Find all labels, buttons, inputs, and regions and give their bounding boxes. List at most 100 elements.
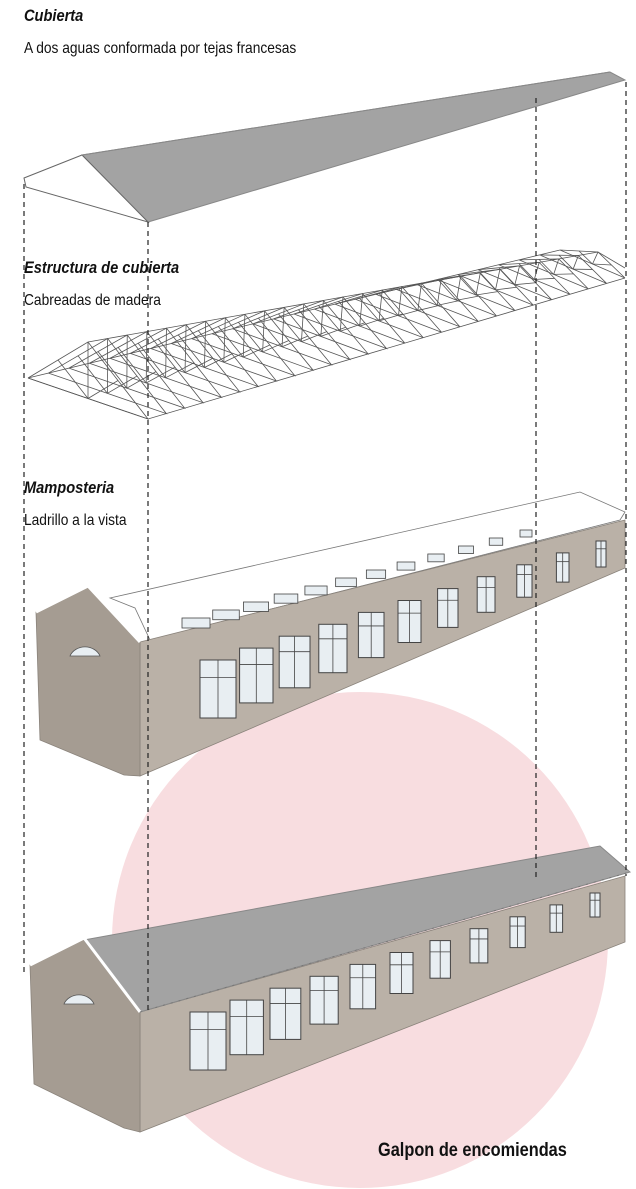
truss-diagonal bbox=[107, 375, 138, 394]
truss-diagonal bbox=[518, 263, 535, 280]
truss-diagonal bbox=[338, 301, 360, 327]
truss-diagonal bbox=[437, 300, 460, 306]
truss-diagonal bbox=[165, 362, 195, 379]
truss-diagonal bbox=[514, 282, 536, 286]
masonry-windows bbox=[199, 540, 607, 719]
clerestory-window bbox=[212, 609, 240, 621]
truss-diagonal bbox=[592, 263, 612, 266]
roof-plane bbox=[80, 71, 627, 223]
truss-diagonal bbox=[358, 296, 380, 322]
truss-diagonal bbox=[498, 267, 516, 285]
truss-diagonal bbox=[476, 291, 498, 296]
truss-diagonal bbox=[126, 371, 157, 389]
truss-diagonal bbox=[278, 313, 302, 342]
truss-diagonal bbox=[223, 349, 252, 363]
truss-diagonal bbox=[238, 322, 263, 353]
truss-layer bbox=[27, 249, 626, 420]
alignment-guides bbox=[23, 82, 627, 1010]
truss-diagonal bbox=[262, 340, 289, 353]
building-gable-edge bbox=[29, 936, 142, 1013]
truss-diagonal bbox=[258, 317, 283, 348]
truss-diagonal bbox=[57, 359, 89, 399]
roof-ridge bbox=[81, 71, 611, 156]
truss-king-post bbox=[204, 321, 207, 368]
clerestory-window bbox=[365, 569, 387, 579]
clerestory-window bbox=[458, 545, 474, 554]
truss-king-post bbox=[514, 265, 520, 285]
truss-king-post bbox=[320, 300, 324, 337]
truss-king-post bbox=[436, 279, 442, 306]
truss-king-post bbox=[145, 331, 148, 383]
truss-king-post bbox=[223, 317, 226, 363]
layer-title-mamposteria: Mamposteria bbox=[24, 478, 115, 497]
truss-diagonal bbox=[301, 331, 327, 342]
truss-king-post bbox=[495, 269, 501, 290]
truss-diagonal bbox=[417, 304, 441, 311]
truss-diagonal bbox=[146, 366, 176, 384]
truss-diagonal bbox=[298, 309, 322, 337]
truss-diagonal bbox=[318, 305, 341, 332]
truss-diagonal bbox=[478, 271, 496, 291]
truss-king-post bbox=[475, 272, 481, 296]
building-windows bbox=[189, 892, 601, 1071]
truss-king-post bbox=[533, 262, 540, 280]
truss-diagonal bbox=[458, 275, 477, 296]
truss-diagonal bbox=[320, 326, 346, 337]
truss-diagonal bbox=[418, 284, 438, 306]
clerestory-window bbox=[273, 593, 299, 604]
truss-diagonal bbox=[438, 280, 457, 301]
clerestory-window bbox=[304, 585, 328, 596]
masonry-layer bbox=[35, 491, 626, 777]
fan-window bbox=[69, 646, 101, 657]
truss-diagonal bbox=[77, 355, 108, 394]
truss-diagonal bbox=[534, 277, 555, 280]
truss-king-post bbox=[417, 283, 422, 311]
truss-diagonal bbox=[495, 286, 517, 291]
truss-eave-line bbox=[27, 249, 561, 379]
truss-diagonal bbox=[117, 347, 147, 384]
truss-king-post bbox=[301, 303, 305, 342]
truss-king-post bbox=[281, 307, 285, 347]
truss-king-post bbox=[378, 290, 383, 321]
truss-king-post bbox=[242, 314, 246, 358]
roof-layer bbox=[23, 71, 627, 224]
layer-title-cubierta: Cubierta bbox=[24, 6, 84, 25]
masonry-back-wall bbox=[108, 491, 626, 641]
roof-eave bbox=[139, 871, 631, 1013]
truss-diagonal bbox=[243, 344, 271, 358]
truss-diagonal bbox=[359, 317, 384, 327]
truss-diagonal bbox=[538, 259, 554, 275]
truss-king-post bbox=[553, 258, 560, 275]
clerestory-window bbox=[488, 537, 504, 546]
truss-king-post bbox=[165, 328, 167, 378]
clerestory-window bbox=[519, 529, 533, 538]
clerestory-window bbox=[427, 553, 445, 563]
clerestory-window bbox=[243, 601, 269, 612]
truss-king-post bbox=[262, 310, 265, 352]
clerestory-window bbox=[396, 561, 416, 571]
truss-diagonal bbox=[456, 295, 479, 301]
truss-king-post bbox=[592, 251, 599, 265]
truss-diagonal bbox=[340, 322, 365, 332]
diagram-caption: Galpon de encomiendas bbox=[378, 1140, 567, 1161]
truss-diagonal bbox=[281, 335, 308, 348]
truss-diagonal bbox=[578, 250, 593, 265]
truss-diagonal bbox=[558, 254, 574, 270]
clerestory-window bbox=[335, 577, 357, 588]
truss-diagonal bbox=[97, 351, 128, 389]
clerestory-windows bbox=[181, 529, 533, 629]
layer-title-estructura: Estructura de cubierta bbox=[24, 258, 180, 277]
truss-diagonal bbox=[398, 288, 419, 311]
truss-diagonal bbox=[137, 342, 166, 379]
clerestory-window bbox=[181, 617, 211, 629]
truss-diagonal bbox=[177, 334, 205, 368]
gable-edge bbox=[35, 584, 142, 644]
layer-desc-cubierta: A dos aguas conformada por tejas frances… bbox=[24, 40, 297, 57]
assembled-building bbox=[29, 845, 632, 1133]
masonry-gable-wall bbox=[35, 585, 141, 777]
truss-king-post bbox=[359, 293, 364, 327]
building-fan-window bbox=[63, 994, 95, 1005]
layer-desc-estructura: Cabreadas de madera bbox=[24, 292, 161, 309]
layer-desc-mamposteria: Ladrillo a la vista bbox=[24, 512, 127, 529]
